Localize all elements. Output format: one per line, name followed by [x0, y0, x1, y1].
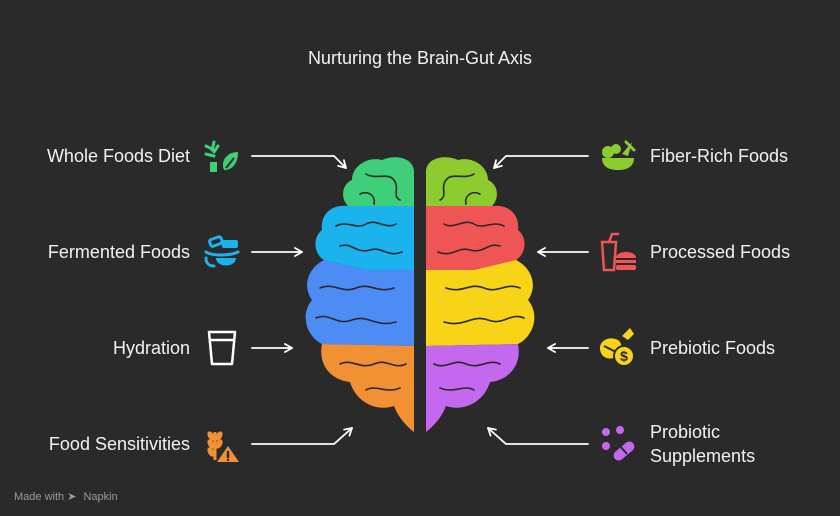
label-processed-foods: Processed Foods: [650, 242, 791, 262]
brain-left-hemisphere: [305, 157, 414, 432]
fermentation-jar-icon: [204, 235, 240, 268]
footer-credit: Made with ➤ Napkin: [14, 490, 118, 503]
svg-text:$: $: [620, 348, 628, 364]
label-fiber-rich-foods: Fiber-Rich Foods: [650, 146, 789, 166]
label-probiotic-supplements: Probiotic Supplements: [650, 420, 755, 468]
label-probiotic-line2: Supplements: [650, 446, 756, 466]
brain-region-processed: [426, 205, 525, 270]
napkin-logo-icon: ➤: [67, 491, 77, 503]
arrow-whole-foods: [251, 155, 347, 169]
brain-region-fermented: [315, 205, 414, 270]
prebiotic-dollar-icon: $: [600, 328, 635, 367]
label-food-sensitivities: Food Sensitivities: [48, 434, 190, 454]
brain-region-prebiotic: [426, 260, 535, 346]
brain-region-probiotic: [426, 344, 519, 432]
label-whole-foods-diet: Whole Foods Diet: [46, 146, 190, 166]
arrow-food-sensitivities: [251, 427, 353, 445]
footer-brand: Napkin: [83, 491, 118, 503]
label-fermented-foods: Fermented Foods: [47, 242, 190, 262]
brain-midline: [414, 160, 426, 434]
brain-region-food-sensitivities: [321, 344, 414, 432]
salad-bowl-icon: [602, 140, 636, 170]
label-prebiotic-foods: Prebiotic Foods: [650, 338, 776, 358]
leaf-sprout-icon: [204, 140, 238, 172]
brain-diagram: [305, 157, 535, 434]
brain-region-hydration: [305, 260, 414, 346]
brain-region-whole-foods: [343, 157, 414, 206]
label-probiotic-line1: Probiotic: [650, 422, 721, 442]
label-hydration: Hydration: [112, 338, 190, 358]
wheat-warning-icon: [207, 431, 239, 462]
capsule-pills-icon: [602, 426, 635, 461]
diagram-title: Nurturing the Brain-Gut Axis: [307, 48, 533, 68]
brain-region-fiber-rich: [426, 157, 497, 206]
arrow-probiotic: [487, 427, 589, 445]
arrow-fiber-rich: [493, 155, 589, 169]
brain-right-hemisphere: [426, 157, 535, 432]
footer-made-with: Made with: [14, 491, 65, 503]
burger-soda-icon: [600, 232, 636, 272]
water-glass-icon: [207, 330, 237, 366]
